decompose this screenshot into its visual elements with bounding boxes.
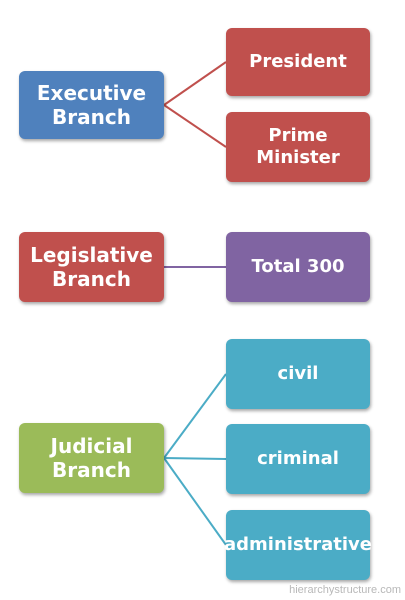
administrative-label: administrative [224, 534, 372, 556]
legislative-branch-node: Legislative Branch [19, 232, 164, 302]
administrative-node: administrative [224, 510, 372, 580]
total-300-node: Total 300 [226, 232, 370, 302]
watermark-text: hierarchystructure.com [289, 584, 401, 596]
president-node: President [226, 28, 370, 96]
executive-branch-line2: Branch [52, 105, 131, 129]
criminal-node: criminal [226, 424, 370, 494]
president-label: President [249, 51, 347, 73]
legislative-branch-line2: Branch [52, 267, 131, 291]
total-300-label: Total 300 [251, 256, 345, 278]
connector-judicial-civil [163, 373, 227, 459]
executive-branch-line1: Executive [36, 81, 147, 105]
civil-node: civil [226, 339, 370, 409]
connector-judicial-administrative [163, 457, 227, 546]
civil-label: civil [277, 363, 319, 385]
judicial-branch-line2: Branch [52, 458, 131, 482]
criminal-label: criminal [257, 448, 339, 470]
executive-branch-node: Executive Branch [19, 71, 164, 139]
connector-executive-president [163, 61, 227, 106]
connector-judicial-criminal [163, 457, 227, 460]
prime-minister-line1: Prime [268, 125, 328, 147]
judicial-branch-line1: Judicial [50, 434, 133, 458]
legislative-branch-line1: Legislative [30, 243, 153, 267]
prime-minister-line2: Minister [256, 147, 340, 168]
prime-minister-node: Prime Minister [226, 112, 370, 182]
judicial-branch-node: Judicial Branch [19, 423, 164, 493]
connector-executive-prime-minister [163, 104, 227, 148]
